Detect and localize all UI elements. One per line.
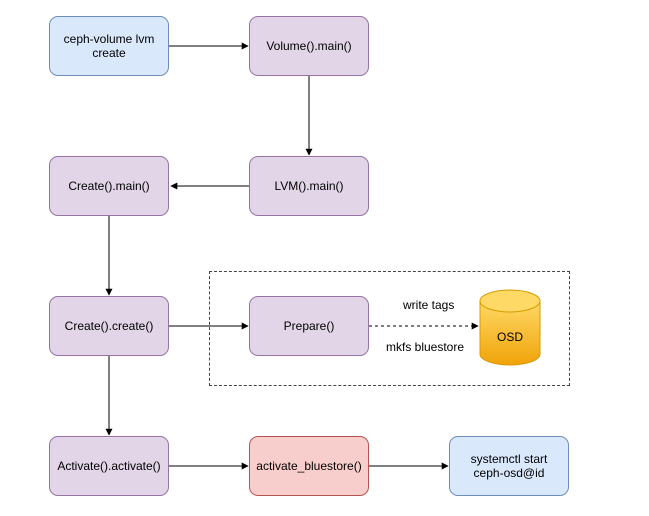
osd-label: OSD — [496, 330, 523, 344]
edge-label-mkfs-bluestore: mkfs bluestore — [386, 340, 465, 354]
osd-cylinder-icon — [479, 289, 541, 366]
node-activate-bluestore[interactable]: activate_bluestore() — [249, 436, 369, 496]
node-prepare[interactable]: Prepare() — [249, 296, 369, 356]
node-label: Volume().main() — [266, 39, 352, 53]
node-lvm-main[interactable]: LVM().main() — [249, 156, 369, 216]
node-create-main[interactable]: Create().main() — [49, 156, 169, 216]
edge-label-write-tags: write tags — [403, 298, 455, 312]
node-ceph-volume-lvm-create[interactable]: ceph-volume lvm create — [49, 16, 169, 76]
node-label: LVM().main() — [274, 179, 344, 193]
node-label: Prepare() — [283, 319, 335, 333]
node-systemctl-start[interactable]: systemctl start ceph-osd@id — [449, 436, 569, 496]
node-label: activate_bluestore() — [256, 459, 362, 473]
node-label: Create().create() — [64, 319, 154, 333]
node-label: Create().main() — [68, 179, 150, 193]
node-create-create[interactable]: Create().create() — [49, 296, 169, 356]
node-volume-main[interactable]: Volume().main() — [249, 16, 369, 76]
node-activate-activate[interactable]: Activate().activate() — [49, 436, 169, 496]
node-label: Activate().activate() — [57, 459, 161, 473]
prepare-group-frame — [209, 271, 570, 386]
node-label: ceph-volume lvm create — [63, 32, 155, 60]
node-label: systemctl start ceph-osd@id — [470, 452, 548, 480]
